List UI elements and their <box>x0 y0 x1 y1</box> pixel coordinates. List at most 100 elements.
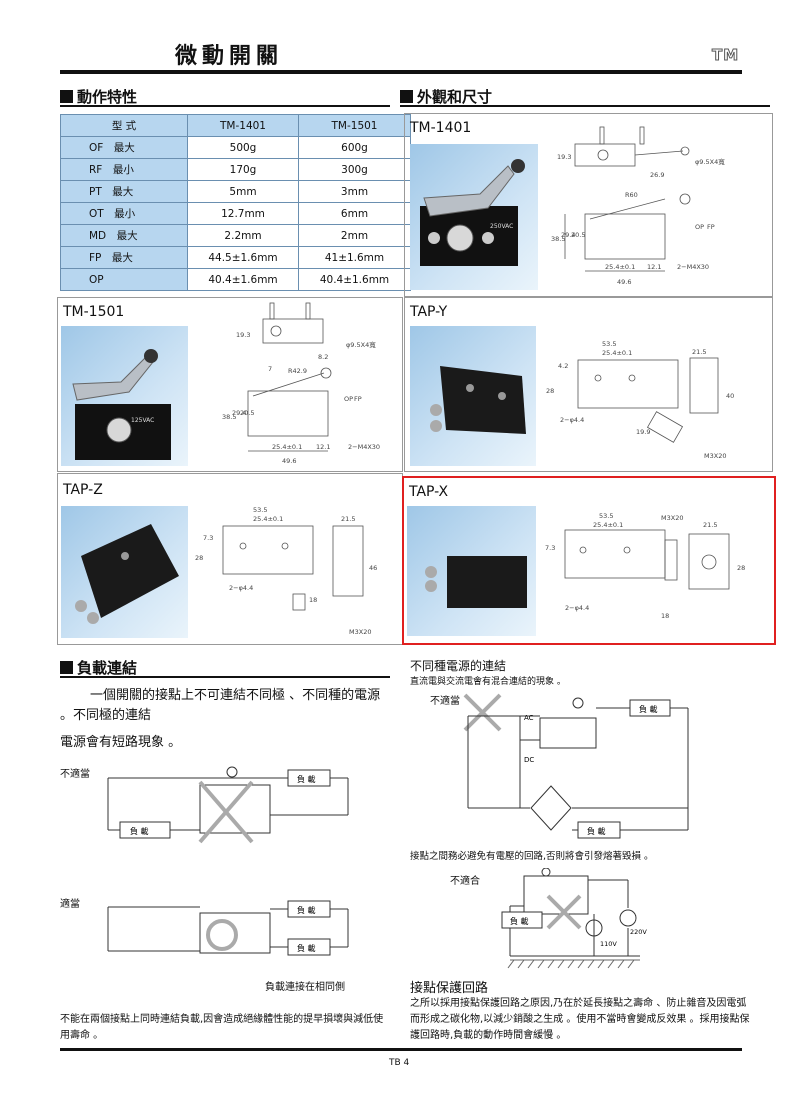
svg-text:110V: 110V <box>600 940 617 948</box>
model-label: TM-1401 <box>410 120 472 136</box>
section-label: 外觀和尺寸 <box>417 88 493 106</box>
svg-text:7: 7 <box>268 365 272 373</box>
actuator-photo <box>407 506 536 636</box>
section-square-icon <box>60 90 73 103</box>
load-paragraph: 一個開關的接點上不可連結不同極 、不同種的電源 。不同極的連結 <box>60 688 381 723</box>
proper-label: 適當 <box>60 899 80 910</box>
protection-title: 接點保護回路 <box>410 981 489 996</box>
brand-logo: TM <box>711 46 740 65</box>
svg-text:220V: 220V <box>630 928 647 936</box>
switch-photo: 125VAC <box>61 326 188 466</box>
model-label: TAP-X <box>409 484 449 500</box>
page-title: 微動開關 <box>175 44 284 69</box>
actuator-photo <box>61 506 188 638</box>
microswitch-icon: 125VAC <box>72 349 171 460</box>
section-square-icon <box>60 661 73 674</box>
improper-label-right: 不適當 <box>430 696 460 707</box>
svg-text:OP: OP <box>344 395 353 403</box>
svg-text:26.9: 26.9 <box>650 171 664 179</box>
section-characteristics: 動作特性 <box>60 86 137 107</box>
svg-text:21.5: 21.5 <box>341 515 355 523</box>
panel-tapz: TAP-Z 53.5 25.4±0.1 21.5 7.3 28 2−φ4.4 4… <box>57 473 403 645</box>
svg-text:4.2: 4.2 <box>558 362 568 370</box>
page-number: TB 4 <box>389 1058 410 1068</box>
loop-note: 接點之間務必避免有電壓的回路,否則將會引發熔著毀損 。 <box>410 851 654 862</box>
svg-text:R42.9: R42.9 <box>288 367 307 375</box>
tapz-dimension-drawing: 53.5 25.4±0.1 21.5 7.3 28 2−φ4.4 46 18 M… <box>195 506 377 636</box>
svg-text:53.5: 53.5 <box>602 340 616 348</box>
microswitch-icon: 250VAC <box>420 159 525 266</box>
proper-circuit-diagram: 負 載 負 載 <box>107 900 349 956</box>
svg-text:負 載: 負 載 <box>587 826 606 836</box>
svg-text:25.4±0.1: 25.4±0.1 <box>605 263 635 271</box>
protection-desc: 之所以採用接點保護回路之原因,乃在於延長接點之壽命 、防止雜音及因電弧而形成之碳… <box>410 998 750 1041</box>
improper-circuit-diagram: 負 載 負 載 <box>107 766 349 844</box>
panel-tapy: TAP-Y 53.5 25.4±0.1 21.5 4.2 28 2−φ4.4 1… <box>404 297 773 472</box>
bottom-note: 不能在兩個接點上同時連結負載,因會造成絕緣體性能的提早損壞與減低使用壽命 。 <box>60 1014 384 1041</box>
panel-tm1501: TM-1501 125VAC 19.3 φ9.5X4寬 8.2 7 R42.9 … <box>57 297 403 472</box>
svg-text:負 載: 負 載 <box>297 943 316 953</box>
model-label: TAP-Y <box>410 304 448 320</box>
tm1401-dimension-drawing: 19.3 φ9.5X4寬 26.9 R60 38.5 29.4 20.5 OP … <box>551 126 725 286</box>
svg-text:46: 46 <box>369 564 377 572</box>
lever-actuator-icon <box>75 524 179 624</box>
svg-text:負 載: 負 載 <box>510 916 529 926</box>
table-header-cell: 型 式 <box>60 114 188 137</box>
model-label: TM-1501 <box>63 304 125 320</box>
svg-text:18: 18 <box>309 596 317 604</box>
svg-text:40: 40 <box>726 392 734 400</box>
svg-text:2−φ4.4: 2−φ4.4 <box>229 584 253 592</box>
svg-text:R60: R60 <box>625 191 638 199</box>
svg-text:12.1: 12.1 <box>647 263 661 271</box>
improper-label: 不適當 <box>60 769 90 780</box>
svg-text:12.1: 12.1 <box>316 443 330 451</box>
svg-text:2−M4X30: 2−M4X30 <box>348 443 380 451</box>
svg-text:φ9.5X4寬: φ9.5X4寬 <box>346 340 376 349</box>
svg-text:25.4±0.1: 25.4±0.1 <box>253 515 283 523</box>
svg-text:29.4: 29.4 <box>561 231 575 239</box>
section-appearance: 外觀和尺寸 <box>400 86 492 107</box>
svg-text:28: 28 <box>546 387 554 395</box>
svg-text:38.5: 38.5 <box>222 413 236 421</box>
svg-text:21.5: 21.5 <box>703 521 717 529</box>
svg-text:250VAC: 250VAC <box>490 223 513 230</box>
section-label: 動作特性 <box>77 88 138 106</box>
svg-text:53.5: 53.5 <box>253 506 267 514</box>
svg-text:49.6: 49.6 <box>282 457 296 465</box>
svg-text:DC: DC <box>524 756 534 764</box>
same-side-caption: 負載連接在相同側 <box>265 982 345 993</box>
svg-text:53.5: 53.5 <box>599 512 613 520</box>
svg-text:28: 28 <box>195 554 203 562</box>
svg-text:負 載: 負 載 <box>130 826 149 836</box>
panel-tapx-highlight: TAP-X 53.5 25.4±0.1 M3X20 21.5 7.3 2−φ4.… <box>402 476 776 645</box>
svg-text:29.4: 29.4 <box>232 409 246 417</box>
svg-text:38.5: 38.5 <box>551 235 565 243</box>
dual-voltage-circuit-diagram: 負 載 110V 220V <box>501 868 647 969</box>
diff-power-title: 不同種電源的連結 <box>410 659 507 673</box>
svg-text:19.3: 19.3 <box>236 331 250 339</box>
svg-text:25.4±0.1: 25.4±0.1 <box>602 349 632 357</box>
section-label: 負載連結 <box>77 659 138 677</box>
svg-text:2−φ4.4: 2−φ4.4 <box>565 604 589 612</box>
table-header-cell: TM-1501 <box>298 114 411 137</box>
svg-text:2−M4X30: 2−M4X30 <box>677 263 709 271</box>
footer-rule <box>60 1048 742 1051</box>
svg-text:負 載: 負 載 <box>297 774 316 784</box>
svg-text:M3X20: M3X20 <box>661 514 683 522</box>
svg-text:2−φ4.4: 2−φ4.4 <box>560 416 584 424</box>
svg-text:OP: OP <box>695 223 704 231</box>
svg-text:M3X20: M3X20 <box>704 452 726 460</box>
section-rule <box>60 676 390 678</box>
model-label: TAP-Z <box>63 482 103 498</box>
svg-text:AC: AC <box>524 714 534 722</box>
svg-text:25.4±0.1: 25.4±0.1 <box>593 521 623 529</box>
unsuitable-label: 不適合 <box>450 876 480 887</box>
panel-tm1401: TM-1401 250VAC 19.3 φ9.5X4寬 26.9 R60 38. <box>404 113 773 297</box>
tapx-dimension-drawing: 53.5 25.4±0.1 M3X20 21.5 7.3 2−φ4.4 18 2… <box>545 512 745 620</box>
